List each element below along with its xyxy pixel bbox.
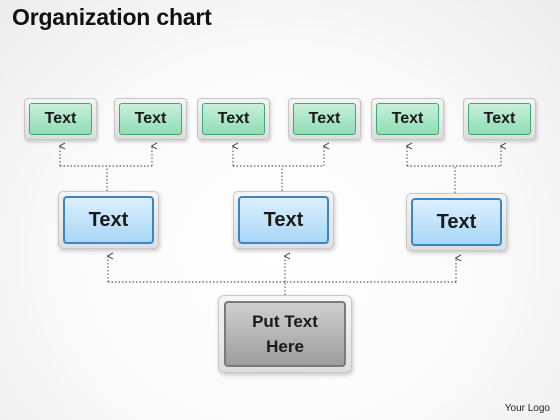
leaf-box-6-label: Text (468, 103, 531, 135)
leaf-box-2-label: Text (119, 103, 182, 135)
branch-box-1[interactable]: Text (58, 191, 159, 249)
root-box-label: Put Text Here (224, 301, 346, 367)
logo-placeholder: Your Logo (504, 403, 550, 414)
branch-box-2-label: Text (238, 196, 329, 244)
leaf-box-6[interactable]: Text (463, 98, 536, 140)
leaf-box-4-label: Text (293, 103, 356, 135)
branch-box-2[interactable]: Text (233, 191, 334, 249)
page-title: Organization chart (12, 4, 212, 30)
leaf-box-3[interactable]: Text (197, 98, 270, 140)
root-box[interactable]: Put Text Here (218, 295, 352, 373)
branch-box-3[interactable]: Text (406, 193, 507, 251)
leaf-box-1[interactable]: Text (24, 98, 97, 140)
leaf-box-2[interactable]: Text (114, 98, 187, 140)
branch-box-3-label: Text (411, 198, 502, 246)
leaf-box-5[interactable]: Text (371, 98, 444, 140)
leaf-box-5-label: Text (376, 103, 439, 135)
leaf-box-1-label: Text (29, 103, 92, 135)
leaf-box-3-label: Text (202, 103, 265, 135)
leaf-box-4[interactable]: Text (288, 98, 361, 140)
branch-box-1-label: Text (63, 196, 154, 244)
